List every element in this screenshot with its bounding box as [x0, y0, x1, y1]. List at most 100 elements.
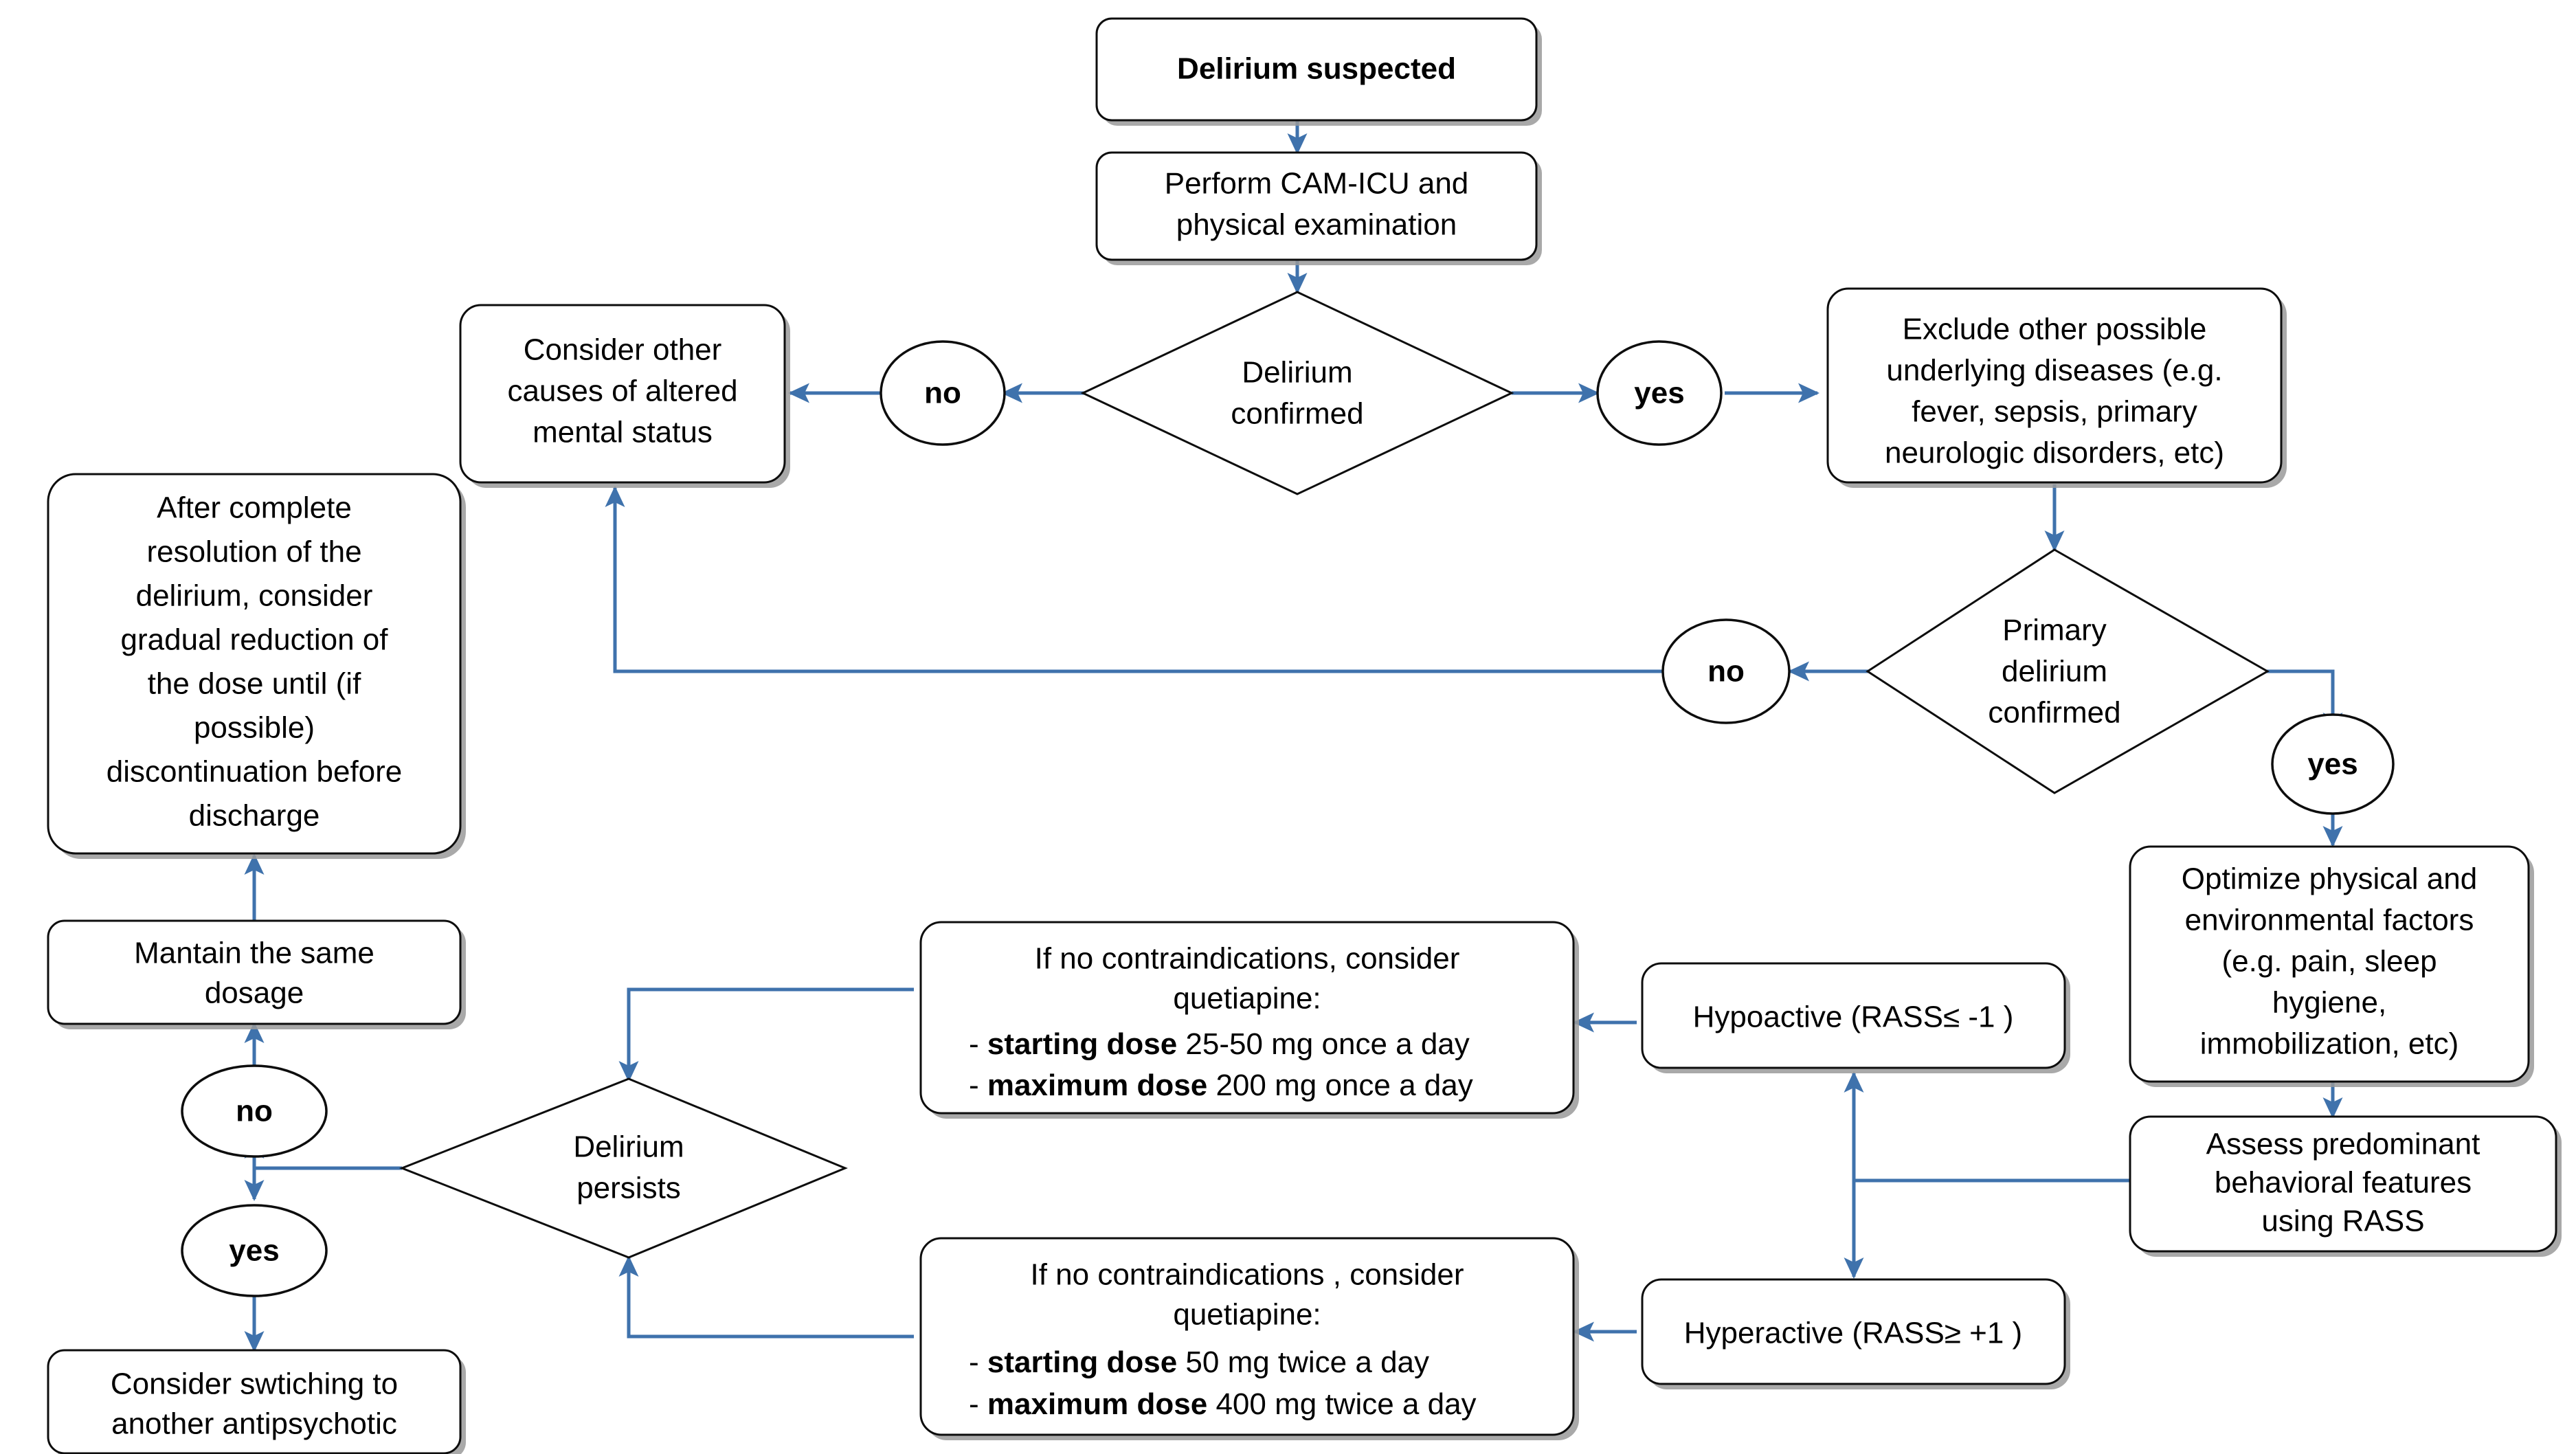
node-label-line1: Perform CAM-ICU and — [1165, 167, 1469, 201]
node-label-line3: confirmed — [1988, 696, 2120, 730]
node-label-line4: - maximum dose 200 mg once a day — [969, 1069, 1473, 1102]
node-ellipse — [2271, 713, 2395, 815]
maximum-dose-label: maximum dose — [987, 1387, 1207, 1421]
node-rect — [1095, 17, 1538, 122]
node-rect — [1641, 1278, 2066, 1385]
node-label-line2: another antipsychotic — [111, 1407, 397, 1441]
node-label-line3: delirium, consider — [136, 579, 373, 613]
node-maintain-dosage[interactable]: Mantain the same dosage — [47, 919, 466, 1029]
node-label: yes — [2307, 748, 2357, 781]
node-label: Delirium suspected — [1177, 52, 1456, 86]
node-label-line2: behavioral features — [2215, 1166, 2472, 1200]
node-no-1[interactable]: no — [880, 340, 1006, 446]
node-ellipse — [181, 1204, 328, 1297]
node-label-line3: fever, sepsis, primary — [1912, 395, 2197, 429]
node-label-line2: persists — [576, 1172, 681, 1205]
node-delirium-confirmed-decision[interactable]: Delirium confirmed — [1080, 291, 1514, 495]
node-consider-other-causes[interactable]: Consider other causes of altered mental … — [459, 304, 790, 488]
node-rect — [2129, 845, 2530, 1083]
maximum-dose-label: maximum dose — [987, 1069, 1207, 1102]
node-label-line7: discontinuation before — [107, 755, 403, 789]
node-diamond — [1080, 291, 1514, 495]
node-rect — [919, 1237, 1575, 1436]
node-label-line2: physical examination — [1176, 208, 1457, 242]
node-yes-3[interactable]: yes — [181, 1204, 328, 1297]
node-label-line4: neurologic disorders, etc) — [1885, 436, 2224, 470]
dash-prefix: - — [969, 1345, 987, 1379]
node-label-line1: Consider other — [524, 333, 722, 367]
node-label-line1: Mantain the same — [134, 937, 374, 970]
conn-quetiapine-hypo-to-persists — [618, 987, 914, 1083]
node-label-line2: quetiapine: — [1173, 1298, 1321, 1332]
node-label-line5: immobilization, etc) — [2200, 1027, 2459, 1061]
node-hypoactive-rass[interactable]: Hypoactive (RASS≤ -1 ) — [1641, 962, 2070, 1073]
node-assess-rass[interactable]: Assess predominant behavioral features u… — [2129, 1115, 2562, 1257]
node-label-line1: Delirium — [1242, 356, 1352, 390]
node-label: yes — [229, 1234, 279, 1268]
node-exclude-other-diseases[interactable]: Exclude other possible underlying diseas… — [1826, 287, 2287, 488]
node-rect — [47, 473, 462, 855]
node-hyperactive-rass[interactable]: Hyperactive (RASS≥ +1 ) — [1641, 1278, 2070, 1389]
node-label-line3: - starting dose 50 mg twice a day — [969, 1345, 1429, 1379]
node-rect — [1095, 151, 1538, 261]
node-label-line1: If no contraindications , consider — [1030, 1258, 1464, 1292]
node-ellipse — [1661, 618, 1791, 724]
node-rect — [919, 921, 1575, 1115]
node-quetiapine-hypoactive[interactable]: If no contraindications, consider quetia… — [919, 921, 1579, 1119]
node-perform-cam-icu[interactable]: Perform CAM-ICU and physical examination — [1095, 151, 1542, 265]
node-primary-delirium-decision[interactable]: Primary delirium confirmed — [1866, 548, 2270, 794]
node-label-line1: Delirium — [573, 1130, 684, 1164]
node-label: no — [924, 377, 961, 410]
node-label-line2: quetiapine: — [1173, 982, 1321, 1016]
node-label-line2: resolution of the — [146, 535, 361, 569]
node-label-line4: hygiene, — [2272, 986, 2386, 1020]
node-label-line3: using RASS — [2261, 1205, 2424, 1238]
node-diamond — [399, 1077, 848, 1259]
node-no-2[interactable]: no — [1661, 618, 1791, 724]
node-delirium-persists-decision[interactable]: Delirium persists — [399, 1077, 848, 1259]
node-label-line2: delirium — [2002, 655, 2107, 689]
node-rect — [1641, 962, 2066, 1069]
node-delirium-suspected[interactable]: Delirium suspected — [1095, 17, 1542, 126]
node-diamond — [1866, 548, 2270, 794]
node-ellipse — [880, 340, 1006, 446]
node-label-line3: (e.g. pain, sleep — [2221, 945, 2437, 978]
node-label-line1: Consider swtiching to — [111, 1367, 398, 1401]
node-label: yes — [1634, 377, 1684, 410]
node-label-line1: Primary — [2002, 614, 2107, 647]
node-yes-2[interactable]: yes — [2271, 713, 2395, 815]
node-label-line1: After complete — [157, 491, 352, 525]
starting-dose-label: starting dose — [987, 1027, 1177, 1061]
node-label-line1: If no contraindications, consider — [1035, 942, 1460, 976]
maximum-dose-value: 200 mg once a day — [1207, 1069, 1472, 1102]
node-rect — [2129, 1115, 2557, 1253]
node-label: no — [1707, 655, 1745, 689]
node-label-line4: gradual reduction of — [121, 623, 389, 657]
node-label-line4: - maximum dose 400 mg twice a day — [969, 1387, 1477, 1421]
conn-primary-to-yes2 — [2241, 669, 2343, 735]
node-label-line1: Exclude other possible — [1903, 313, 2207, 346]
node-yes-1[interactable]: yes — [1596, 340, 1723, 446]
node-label-line1: Optimize physical and — [2182, 862, 2477, 896]
node-label: Hypoactive (RASS≤ -1 ) — [1693, 1000, 2014, 1034]
dash-prefix: - — [969, 1027, 987, 1061]
conn-quetiapine-hyper-to-persists — [618, 1255, 914, 1339]
starting-dose-label: starting dose — [987, 1345, 1177, 1379]
node-label-line2: confirmed — [1231, 397, 1363, 431]
dash-prefix: - — [969, 1069, 987, 1102]
node-quetiapine-hyperactive[interactable]: If no contraindications , consider queti… — [919, 1237, 1579, 1440]
node-no-3[interactable]: no — [181, 1064, 328, 1158]
connectors — [244, 120, 2343, 1353]
node-label-line6: possible) — [194, 711, 315, 745]
node-rect — [459, 304, 786, 484]
node-optimize-factors[interactable]: Optimize physical and environmental fact… — [2129, 845, 2534, 1087]
starting-dose-value: 50 mg twice a day — [1177, 1345, 1429, 1379]
node-label-line2: environmental factors — [2185, 904, 2474, 937]
node-label-line3: - starting dose 25-50 mg once a day — [969, 1027, 1470, 1061]
node-ellipse — [181, 1064, 328, 1158]
maximum-dose-value: 400 mg twice a day — [1207, 1387, 1476, 1421]
node-after-resolution[interactable]: After complete resolution of the deliriu… — [47, 473, 466, 859]
node-consider-switching[interactable]: Consider swtiching to another antipsycho… — [47, 1349, 466, 1454]
node-label-line2: underlying diseases (e.g. — [1886, 354, 2222, 388]
